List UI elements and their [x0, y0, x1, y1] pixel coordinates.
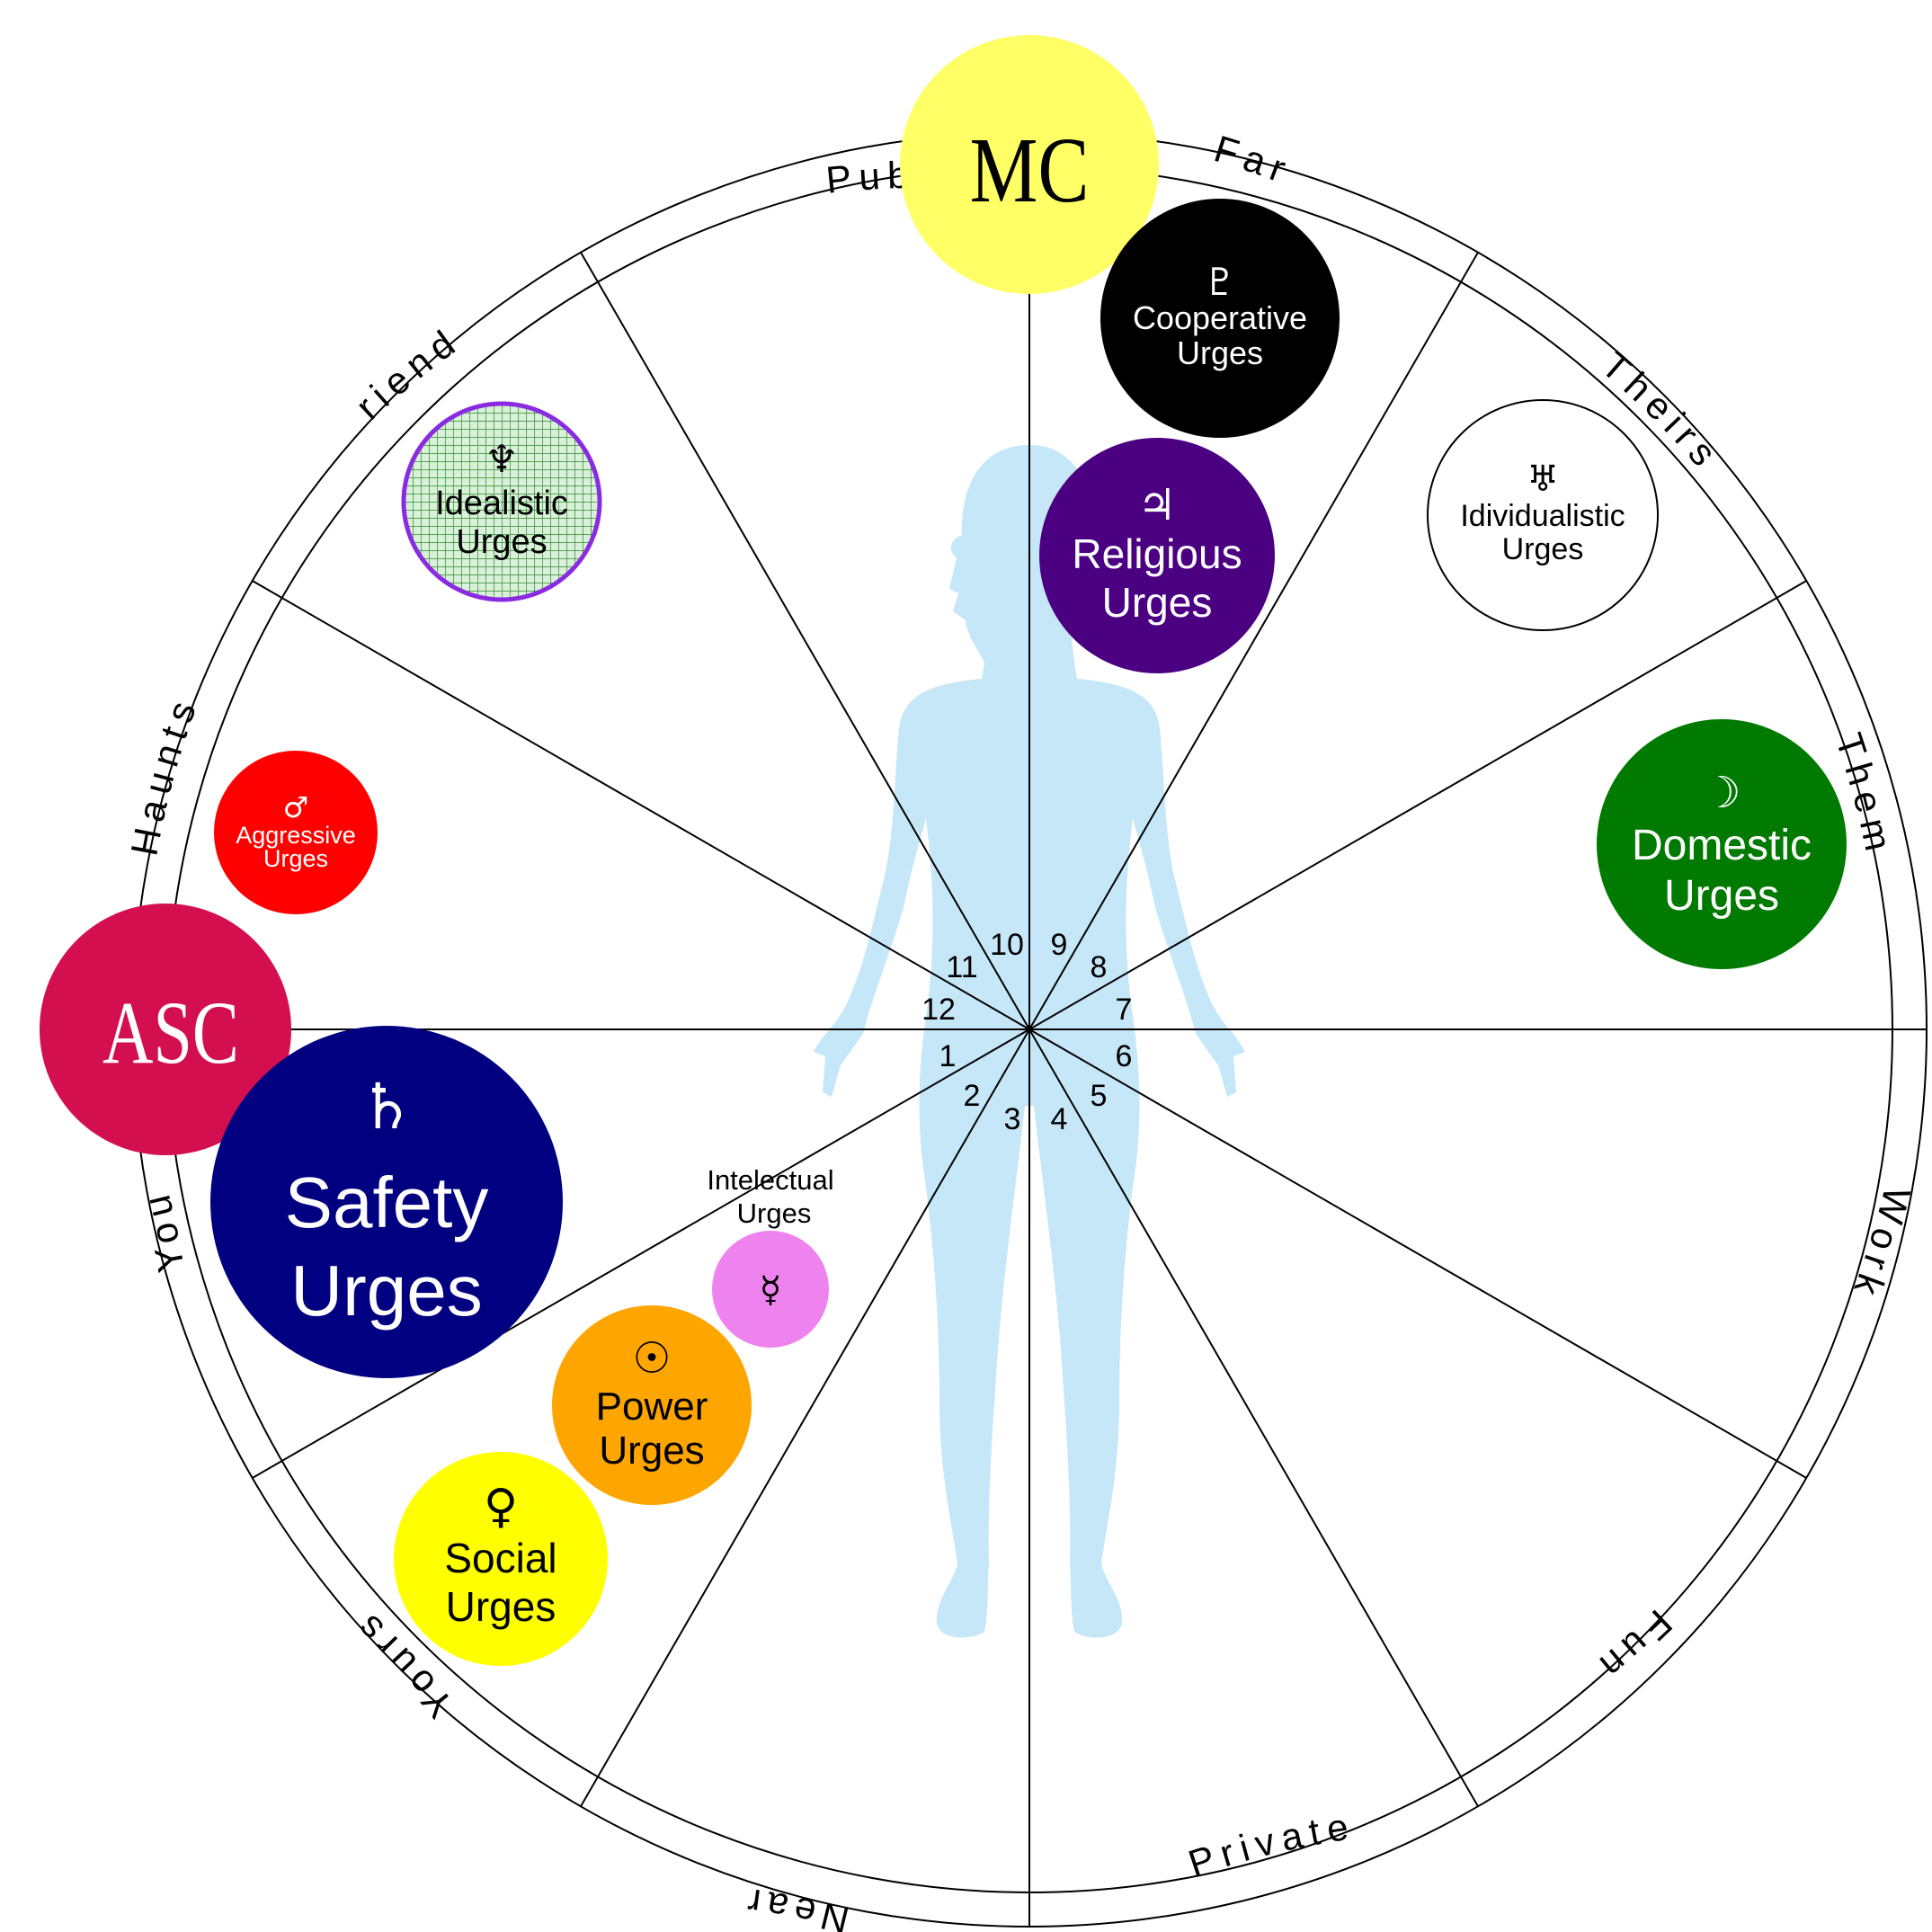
pluto-icon: ♇ — [1203, 260, 1237, 304]
house-number-3: 3 — [1004, 1102, 1021, 1136]
venus-label-line2: Urges — [446, 1583, 556, 1630]
house-number-10: 10 — [990, 928, 1024, 962]
mercury-circle — [712, 1231, 829, 1348]
cusp-line — [580, 1028, 1030, 1807]
jupiter-icon: ♃ — [1137, 480, 1176, 530]
saturn-icon: ♄ — [359, 1070, 415, 1144]
house-numbers: 1 2 3 4 5 6 7 8 9 10 11 12 — [921, 928, 1132, 1136]
mercury-label-line1: Intelectual — [707, 1164, 833, 1196]
house-number-4: 4 — [1051, 1102, 1068, 1136]
house-number-5: 5 — [1091, 1079, 1108, 1113]
house-number-7: 7 — [1116, 993, 1133, 1027]
uranus-icon: ♅ — [1527, 459, 1559, 500]
pluto-label-line2: Urges — [1177, 334, 1263, 371]
asc-angle: ASC — [40, 904, 291, 1155]
house-number-11: 11 — [946, 950, 977, 984]
uranus-planet: ♅ Idividualistic Urges — [1427, 399, 1659, 631]
venus-planet: ♀ Social Urges — [394, 1452, 608, 1666]
mercury-label-line2: Urges — [737, 1197, 812, 1229]
saturn-circle — [210, 1026, 563, 1378]
ring-label-work: Work — [1844, 1183, 1919, 1308]
cusp-line — [1028, 1028, 1479, 1807]
sun-planet: ☉ Power Urges — [552, 1305, 752, 1505]
moon-icon: ☽ — [1702, 768, 1741, 818]
house-number-6: 6 — [1116, 1039, 1133, 1073]
jupiter-planet: ♃ Religious Urges — [1039, 438, 1275, 673]
jupiter-label-line2: Urges — [1102, 579, 1213, 626]
house-number-2: 2 — [964, 1079, 981, 1113]
ring-label-far: Far — [1209, 127, 1297, 192]
cusp-line — [252, 1028, 1030, 1479]
asc-label: ASC — [102, 984, 239, 1082]
mars-icon: ♂ — [283, 790, 309, 824]
sun-circle — [552, 1305, 752, 1505]
ring-label-near: Near — [738, 1880, 853, 1932]
uranus-label-line1: Idividualistic — [1460, 499, 1625, 533]
saturn-planet: ♄ Safety Urges — [210, 1026, 563, 1378]
cusp-line — [1028, 252, 1479, 1030]
moon-label-line1: Domestic — [1632, 822, 1812, 869]
mars-planet: ♂ Aggressive Urges — [214, 751, 378, 914]
cusp-line — [1028, 1028, 1807, 1479]
house-number-12: 12 — [921, 993, 956, 1027]
neptune-circle — [401, 401, 602, 602]
venus-icon: ♀ — [484, 1480, 518, 1534]
saturn-label-line2: Urges — [290, 1251, 482, 1331]
ring-label-private: Private — [1183, 1804, 1358, 1885]
house-number-8: 8 — [1091, 950, 1108, 984]
pluto-planet: ♇ Cooperative Urges — [1100, 199, 1340, 438]
moon-circle — [1597, 719, 1847, 969]
venus-label-line1: Social — [444, 1535, 556, 1581]
moon-label-line2: Urges — [1664, 872, 1779, 920]
mc-circle — [900, 35, 1159, 294]
pluto-label-line1: Cooperative — [1133, 299, 1307, 336]
saturn-label-line1: Safety — [285, 1162, 489, 1242]
cusp-line — [580, 252, 1030, 1030]
sun-label-line1: Power — [596, 1384, 708, 1429]
neptune-label-line2: Urges — [456, 523, 547, 561]
mercury-planet: Intelectual Urges ☿ — [707, 1164, 834, 1348]
mars-label-line1: Aggressive — [236, 822, 356, 849]
jupiter-circle — [1039, 438, 1275, 673]
cusp-line — [1028, 580, 1807, 1030]
venus-circle — [394, 1452, 608, 1666]
mc-label: MC — [970, 118, 1090, 222]
sun-icon: ☉ — [632, 1333, 671, 1384]
mc-angle: MC — [900, 35, 1159, 294]
mercury-icon: ☿ — [760, 1269, 782, 1311]
cusp-line — [252, 580, 1030, 1030]
mars-circle — [214, 751, 378, 914]
neptune-icon: ♆ — [485, 437, 519, 481]
jupiter-label-line1: Religious — [1072, 530, 1242, 577]
sun-label-line2: Urges — [599, 1429, 704, 1473]
uranus-circle — [1427, 399, 1659, 631]
neptune-label-line1: Idealistic — [435, 485, 568, 522]
neptune-planet: ♆ Idealistic Urges — [401, 401, 602, 602]
ring-label-haunts: Haunts — [122, 689, 206, 859]
mars-label-line2: Urges — [263, 845, 328, 872]
ring-label-friends: Friends — [0, 0, 468, 428]
ring-label-fun: Fun — [1587, 1602, 1680, 1692]
house-number-9: 9 — [1051, 928, 1068, 962]
asc-circle — [40, 904, 291, 1155]
uranus-label-line2: Urges — [1502, 532, 1584, 566]
moon-planet: ☽ Domestic Urges — [1597, 719, 1847, 969]
pluto-circle — [1100, 199, 1340, 438]
house-number-1: 1 — [939, 1039, 957, 1073]
